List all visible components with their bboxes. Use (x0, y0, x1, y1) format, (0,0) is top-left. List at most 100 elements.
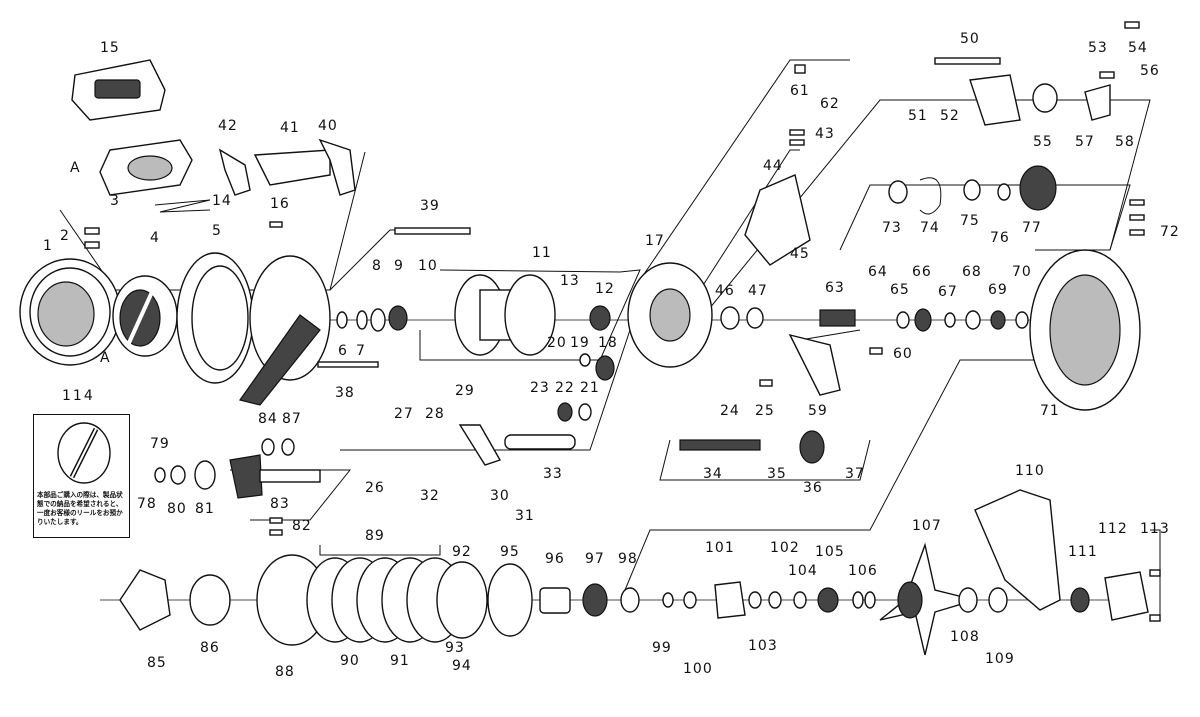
part-label-32: 32 (420, 488, 440, 504)
part-label-18: 18 (598, 335, 618, 351)
part-label-79: 79 (150, 436, 170, 452)
part-label-40: 40 (318, 118, 338, 134)
part-label-19: 19 (570, 335, 590, 351)
part-107-star-drag (879, 542, 978, 656)
part-graphics (19, 21, 1161, 656)
part-label-59: 59 (808, 403, 828, 419)
part-label-86: 86 (200, 640, 220, 656)
part-label-95: 95 (500, 544, 520, 560)
part-label-6: 6 (338, 343, 348, 359)
part-label-91: 91 (390, 653, 410, 669)
part-label-31: 31 (515, 508, 535, 524)
frame-body (249, 255, 331, 381)
part-label-71: 71 (1040, 403, 1060, 419)
part-label-29: 29 (455, 383, 475, 399)
part-label-10: 10 (418, 258, 438, 274)
part-label-107: 107 (912, 518, 942, 534)
part-label-3: 3 (110, 193, 120, 209)
part-label-70: 70 (1012, 264, 1032, 280)
part-label-20: 20 (547, 335, 567, 351)
part-85-star-drag (119, 569, 171, 631)
part-label-21: 21 (580, 380, 600, 396)
part-label-63: 63 (825, 280, 845, 296)
part-label-83: 83 (270, 496, 290, 512)
part-label-60: 60 (893, 346, 913, 362)
part-label-88: 88 (275, 664, 295, 680)
part-label-12: 12 (595, 281, 615, 297)
part-label-11: 11 (532, 245, 552, 261)
part-label-67: 67 (938, 284, 958, 300)
part-label-108: 108 (950, 629, 980, 645)
part-label-58: 58 (1115, 134, 1135, 150)
part-label-92: 92 (452, 544, 472, 560)
note-text: 本部品ご購入の際は、製品状態での納品を希望されると、一度お客様のリールをお預かり… (37, 491, 123, 526)
part-label-110: 110 (1015, 463, 1045, 479)
part-label-28: 28 (425, 406, 445, 422)
part-label-16: 16 (270, 196, 290, 212)
part-label-44: 44 (763, 158, 783, 174)
part-label-66: 66 (912, 264, 932, 280)
part-label-56: 56 (1140, 63, 1160, 79)
part-label-39: 39 (420, 198, 440, 214)
part-label-64: 64 (868, 264, 888, 280)
part-label-112: 112 (1098, 521, 1128, 537)
part-label-23: 23 (530, 380, 550, 396)
part-label-65: 65 (890, 282, 910, 298)
part-label-41: 41 (280, 120, 300, 136)
part-label-25: 25 (755, 403, 775, 419)
part-label-98: 98 (618, 551, 638, 567)
callout-a-1: A (70, 160, 81, 176)
part-label-89: 89 (365, 528, 385, 544)
note-box: 本部品ご購入の際は、製品状態での納品を希望されると、一度お客様のリールをお預かり… (33, 414, 130, 538)
part-label-85: 85 (147, 655, 167, 671)
part-label-111: 111 (1068, 544, 1098, 560)
part-label-17: 17 (645, 233, 665, 249)
part-label-87: 87 (282, 411, 302, 427)
part-label-62: 62 (820, 96, 840, 112)
part-label-43: 43 (815, 126, 835, 142)
note-part-number: 114 (62, 388, 95, 404)
part-label-78: 78 (137, 496, 157, 512)
part-label-42: 42 (218, 118, 238, 134)
part-label-74: 74 (920, 220, 940, 236)
part-label-24: 24 (720, 403, 740, 419)
part-label-53: 53 (1088, 40, 1108, 56)
part-label-106: 106 (848, 563, 878, 579)
part-label-34: 34 (703, 466, 723, 482)
part-label-97: 97 (585, 551, 605, 567)
part-label-61: 61 (790, 83, 810, 99)
part-label-15: 15 (100, 40, 120, 56)
part-label-80: 80 (167, 501, 187, 517)
part-label-37: 37 (845, 466, 865, 482)
part-label-54: 54 (1128, 40, 1148, 56)
part-label-14: 14 (212, 193, 232, 209)
part-label-57: 57 (1075, 134, 1095, 150)
part-label-69: 69 (988, 282, 1008, 298)
part-label-26: 26 (365, 480, 385, 496)
part-label-75: 75 (960, 213, 980, 229)
part-label-104: 104 (788, 563, 818, 579)
part-label-33: 33 (543, 466, 563, 482)
part-label-46: 46 (715, 283, 735, 299)
part-label-90: 90 (340, 653, 360, 669)
part-label-76: 76 (990, 230, 1010, 246)
part-label-101: 101 (705, 540, 735, 556)
part-label-35: 35 (767, 466, 787, 482)
part-label-68: 68 (962, 264, 982, 280)
part-label-103: 103 (748, 638, 778, 654)
part-label-96: 96 (545, 551, 565, 567)
part-label-72: 72 (1160, 224, 1180, 240)
part-label-105: 105 (815, 544, 845, 560)
part-label-50: 50 (960, 31, 980, 47)
part-label-47: 47 (748, 283, 768, 299)
part-label-55: 55 (1033, 134, 1053, 150)
part-44-plate (744, 174, 811, 266)
part-label-52: 52 (940, 108, 960, 124)
note-part-icon (57, 422, 111, 484)
part-label-30: 30 (490, 488, 510, 504)
part-label-51: 51 (908, 108, 928, 124)
part-label-77: 77 (1022, 220, 1042, 236)
